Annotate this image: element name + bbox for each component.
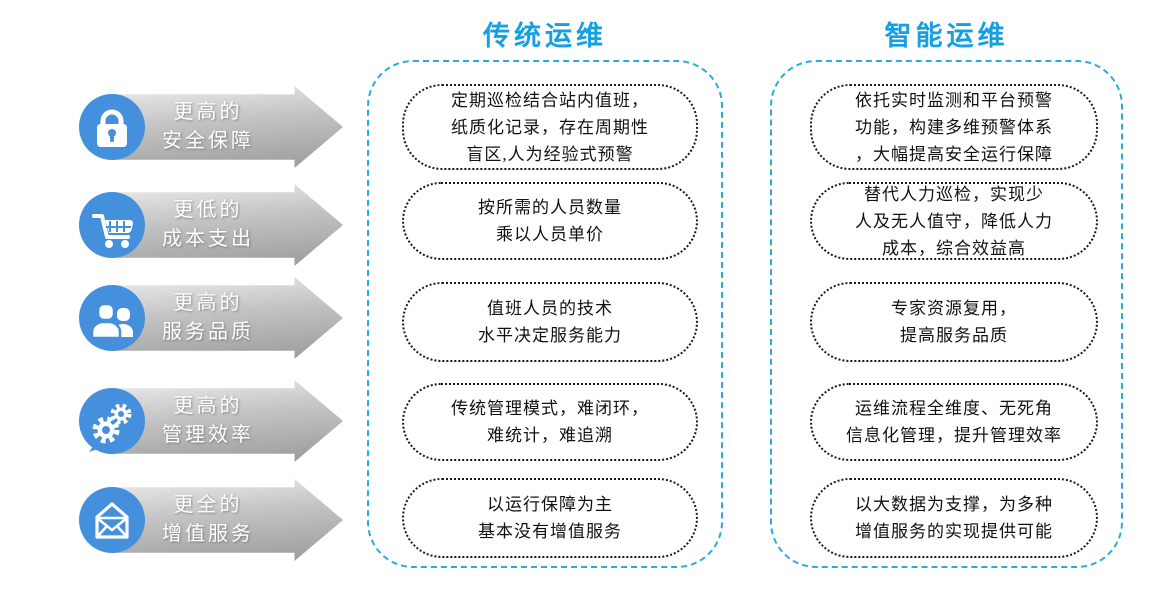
intelligent-item-efficiency: 运维流程全维度、无死角 信息化管理，提升管理效率 xyxy=(810,383,1098,461)
intelligent-item-value-added: 以大数据为支撑，为多种 增值服务的实现提供可能 xyxy=(810,478,1098,558)
lock-icon xyxy=(79,94,145,160)
item-text: 传统管理模式，难闭环， 难统计，难追溯 xyxy=(451,399,649,445)
traditional-item-value-added: 以运行保障为主 基本没有增值服务 xyxy=(402,478,698,558)
intelligent-item-cost: 替代人力巡检，实现少 人及无人值守，降低人力 成本，综合效益高 xyxy=(810,182,1098,260)
benefit-row-value-added: 更全的 增值服务 xyxy=(79,479,345,561)
arrow-banner xyxy=(112,380,343,462)
item-text: 替代人力巡检，实现少 人及无人值守，降低人力 成本，综合效益高 xyxy=(855,184,1053,258)
benefit-row-cost: 更低的 成本支出 xyxy=(79,184,345,266)
traditional-title: 传统运维 xyxy=(483,21,607,51)
benefit-label: 更高的 管理效率 xyxy=(162,395,254,446)
benefit-row-efficiency: 更高的 管理效率 xyxy=(79,380,345,462)
traditional-item-efficiency: 传统管理模式，难闭环， 难统计，难追溯 xyxy=(402,383,698,461)
arrow-banner xyxy=(112,86,343,168)
users-icon xyxy=(79,285,145,351)
traditional-item-quality: 值班人员的技术 水平决定服务能力 xyxy=(402,282,698,362)
item-text: 依托实时监测和平台预警 功能，构建多维预警体系 ，大幅提高安全运行保障 xyxy=(855,90,1053,164)
intelligent-title: 智能运维 xyxy=(884,21,1009,51)
intelligent-item-quality: 专家资源复用， 提高服务品质 xyxy=(810,282,1098,362)
item-text: 运维流程全维度、无死角 信息化管理，提升管理效率 xyxy=(846,399,1062,445)
item-text: 以运行保障为主 基本没有增值服务 xyxy=(478,495,622,541)
arrow-banner xyxy=(112,479,343,561)
traditional-item-cost: 按所需的人员数量 乘以人员单价 xyxy=(402,182,698,260)
item-text: 专家资源复用， 提高服务品质 xyxy=(891,299,1017,345)
benefit-row-quality: 更高的 服务品质 xyxy=(79,277,345,359)
benefit-row-security: 更高的 安全保障 xyxy=(79,86,345,168)
arrow-banner xyxy=(112,277,343,359)
item-text: 值班人员的技术 水平决定服务能力 xyxy=(478,299,622,345)
traditional-panel xyxy=(367,60,723,568)
item-text: 按所需的人员数量 乘以人员单价 xyxy=(478,198,622,244)
intelligent-item-security: 依托实时监测和平台预警 功能，构建多维预警体系 ，大幅提高安全运行保障 xyxy=(810,84,1098,170)
item-text: 以大数据为支撑，为多种 增值服务的实现提供可能 xyxy=(855,495,1053,541)
benefit-label: 更高的 服务品质 xyxy=(162,292,254,343)
arrow-banner xyxy=(112,184,343,266)
benefit-label: 更低的 成本支出 xyxy=(162,199,254,250)
item-text: 定期巡检结合站内值班， 纸质化记录，存在周期性 盲区,人为经验式预警 xyxy=(451,90,649,164)
benefit-label: 更全的 增值服务 xyxy=(162,494,254,545)
cart-icon xyxy=(79,192,145,258)
benefit-label: 更高的 安全保障 xyxy=(162,101,254,152)
intelligent-panel xyxy=(770,60,1123,568)
gears-icon xyxy=(79,388,145,454)
mail-open-icon xyxy=(79,487,145,553)
traditional-item-security: 定期巡检结合站内值班， 纸质化记录，存在周期性 盲区,人为经验式预警 xyxy=(402,84,698,170)
